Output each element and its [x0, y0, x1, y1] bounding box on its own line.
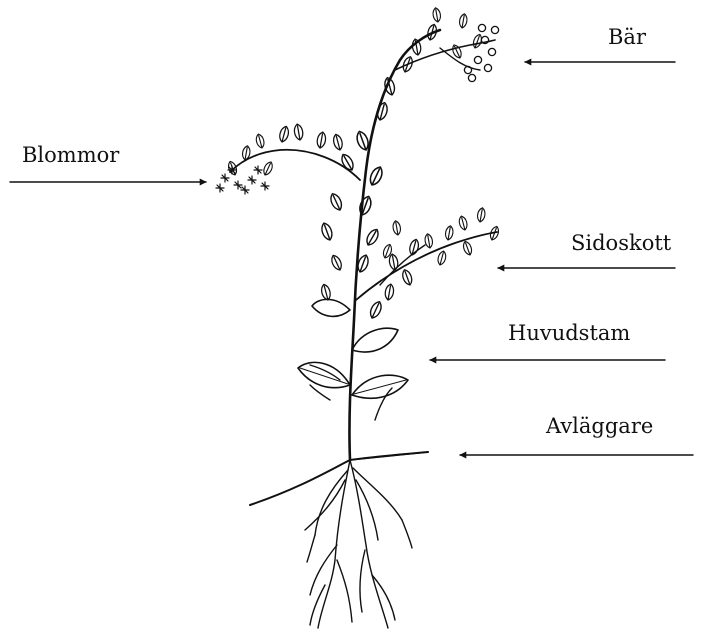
- leaf: [262, 160, 275, 176]
- leaf: [444, 225, 454, 240]
- leaf: [426, 23, 438, 41]
- label-side-shoots: Sidoskott: [571, 231, 672, 255]
- leaf: [462, 240, 474, 256]
- leaf: [329, 254, 343, 272]
- berry: [474, 56, 481, 63]
- leaf: [437, 250, 448, 266]
- berry: [468, 74, 475, 81]
- leaf: [293, 123, 304, 140]
- leaflets: [227, 7, 501, 320]
- leaf: [382, 243, 394, 259]
- leaf: [316, 131, 327, 148]
- leaf: [401, 268, 414, 286]
- flower-bud: [254, 166, 262, 174]
- leaf: [312, 299, 350, 316]
- berry: [488, 48, 495, 55]
- blossoms: [216, 166, 269, 194]
- side-shoot-branch: [356, 232, 497, 300]
- leaf: [332, 133, 344, 151]
- leaf: [368, 165, 385, 187]
- leaf: [489, 225, 501, 241]
- leaf: [392, 220, 402, 235]
- berry: [491, 26, 498, 33]
- flower-bud: [261, 182, 269, 190]
- runner-stolon: [250, 452, 428, 505]
- leaf: [384, 283, 395, 300]
- flower-bud: [234, 181, 242, 189]
- leaf: [320, 283, 332, 301]
- leaf: [458, 13, 468, 28]
- berries: [464, 24, 498, 81]
- leaf: [458, 215, 469, 231]
- leaf: [255, 133, 266, 149]
- berry: [478, 24, 485, 31]
- label-runner: Avläggare: [545, 414, 653, 438]
- flower-bud: [221, 174, 229, 182]
- leaf: [320, 222, 335, 242]
- ground-line: [350, 452, 428, 460]
- flower-bud: [241, 186, 249, 194]
- leaf: [328, 192, 344, 212]
- plant-drawing: [230, 30, 497, 628]
- leaf: [408, 238, 420, 256]
- leaf: [424, 233, 434, 248]
- flower-bud: [216, 184, 224, 192]
- leaf: [432, 7, 442, 22]
- berry: [484, 64, 491, 71]
- leaf: [388, 253, 399, 270]
- leaf: [368, 300, 384, 320]
- label-flowers: Blommor: [22, 143, 120, 167]
- leaf: [401, 55, 414, 73]
- label-main-stem: Huvudstam: [508, 321, 630, 345]
- leaf: [476, 207, 486, 222]
- label-berries: Bär: [608, 25, 647, 49]
- flower-bud: [248, 176, 256, 184]
- leaf: [278, 125, 290, 143]
- leaf: [376, 101, 389, 121]
- leaf: [352, 328, 398, 352]
- roots: [305, 460, 412, 628]
- leaf: [298, 362, 350, 387]
- leaf: [364, 227, 381, 247]
- leaf: [339, 152, 356, 172]
- leaf: [357, 195, 373, 217]
